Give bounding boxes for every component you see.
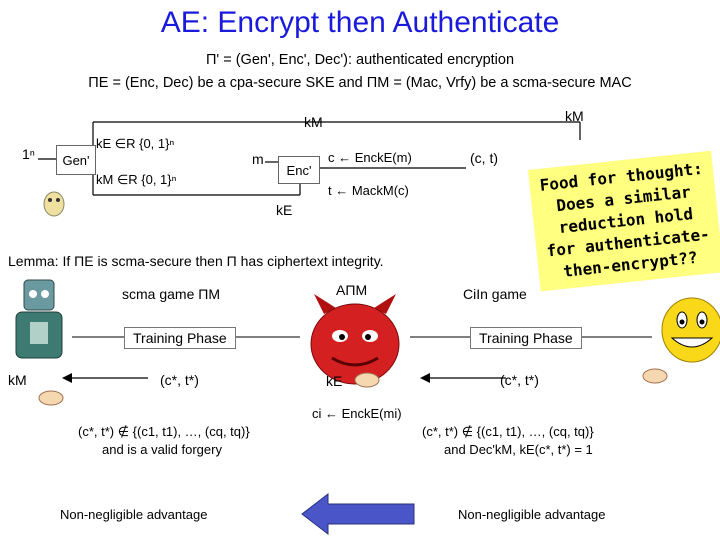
- adversary-hand-icon: [352, 370, 382, 390]
- enc-box: Enc': [278, 156, 320, 184]
- right-pair-arrow: [418, 360, 508, 390]
- kM-left: kM: [8, 372, 27, 388]
- input-1n: 1ⁿ: [22, 146, 35, 162]
- gen-box: Gen': [56, 145, 96, 175]
- right-cond1: (c*, t*) ∉ {(c1, t1), …, (cq, tq)}: [422, 424, 594, 440]
- kM-sample: kM ∈R {0, 1}ⁿ: [96, 172, 176, 188]
- right-game-title: CiIn game: [463, 286, 527, 302]
- adversary-kE: kE: [326, 373, 342, 389]
- t-assign: t ← MackM(c): [328, 183, 409, 198]
- right-training-phase: Training Phase: [470, 327, 582, 349]
- left-game-title: scma game ΠM: [122, 286, 220, 302]
- reduction-arrow: [298, 490, 418, 538]
- left-cond2: and is a valid forgery: [102, 442, 222, 457]
- m-label: m: [252, 151, 264, 167]
- left-cond1: (c*, t*) ∉ {(c1, t1), …, (cq, tq)}: [78, 424, 250, 440]
- left-training-phase: Training Phase: [124, 327, 236, 349]
- adversary-ci-assign: ci ← EnckE(mi): [312, 406, 402, 421]
- slide-title: AE: Encrypt then Authenticate: [0, 6, 720, 40]
- c-assign: c ← EnckE(m): [328, 150, 412, 165]
- kE-sample: kE ∈R {0, 1}ⁿ: [96, 136, 174, 152]
- right-pair: (c*, t*): [500, 372, 539, 388]
- left-pair-arrow: [60, 360, 150, 390]
- right-result: Non-negligible advantage: [458, 507, 605, 522]
- food-for-thought-note: Food for thought: Does a similar reducti…: [528, 151, 720, 292]
- left-hand-icon: [36, 388, 66, 408]
- left-pair: (c*, t*): [160, 372, 199, 388]
- kE-label: kE: [276, 202, 292, 218]
- subtitle-line1: Π' = (Gen', Enc', Dec'): authenticated e…: [0, 52, 720, 68]
- kM-top-label: kM: [304, 114, 323, 130]
- gen-box-label: Gen': [57, 153, 95, 168]
- left-result: Non-negligible advantage: [60, 507, 207, 522]
- kM-right-label: kM: [565, 108, 584, 124]
- enc-box-label: Enc': [279, 163, 319, 178]
- small-figure-icon: [36, 188, 72, 220]
- smiley-challenger-icon: [652, 292, 720, 372]
- right-cond2: and Dec'kM, kE(c*, t*) = 1: [444, 442, 593, 457]
- ct-pair: (c, t): [470, 150, 498, 166]
- subtitle-line2: ΠE = (Enc, Dec) be a cpa-secure SKE and …: [0, 75, 720, 91]
- lemma-text: Lemma: If ΠE is scma-secure then Π has c…: [8, 253, 384, 269]
